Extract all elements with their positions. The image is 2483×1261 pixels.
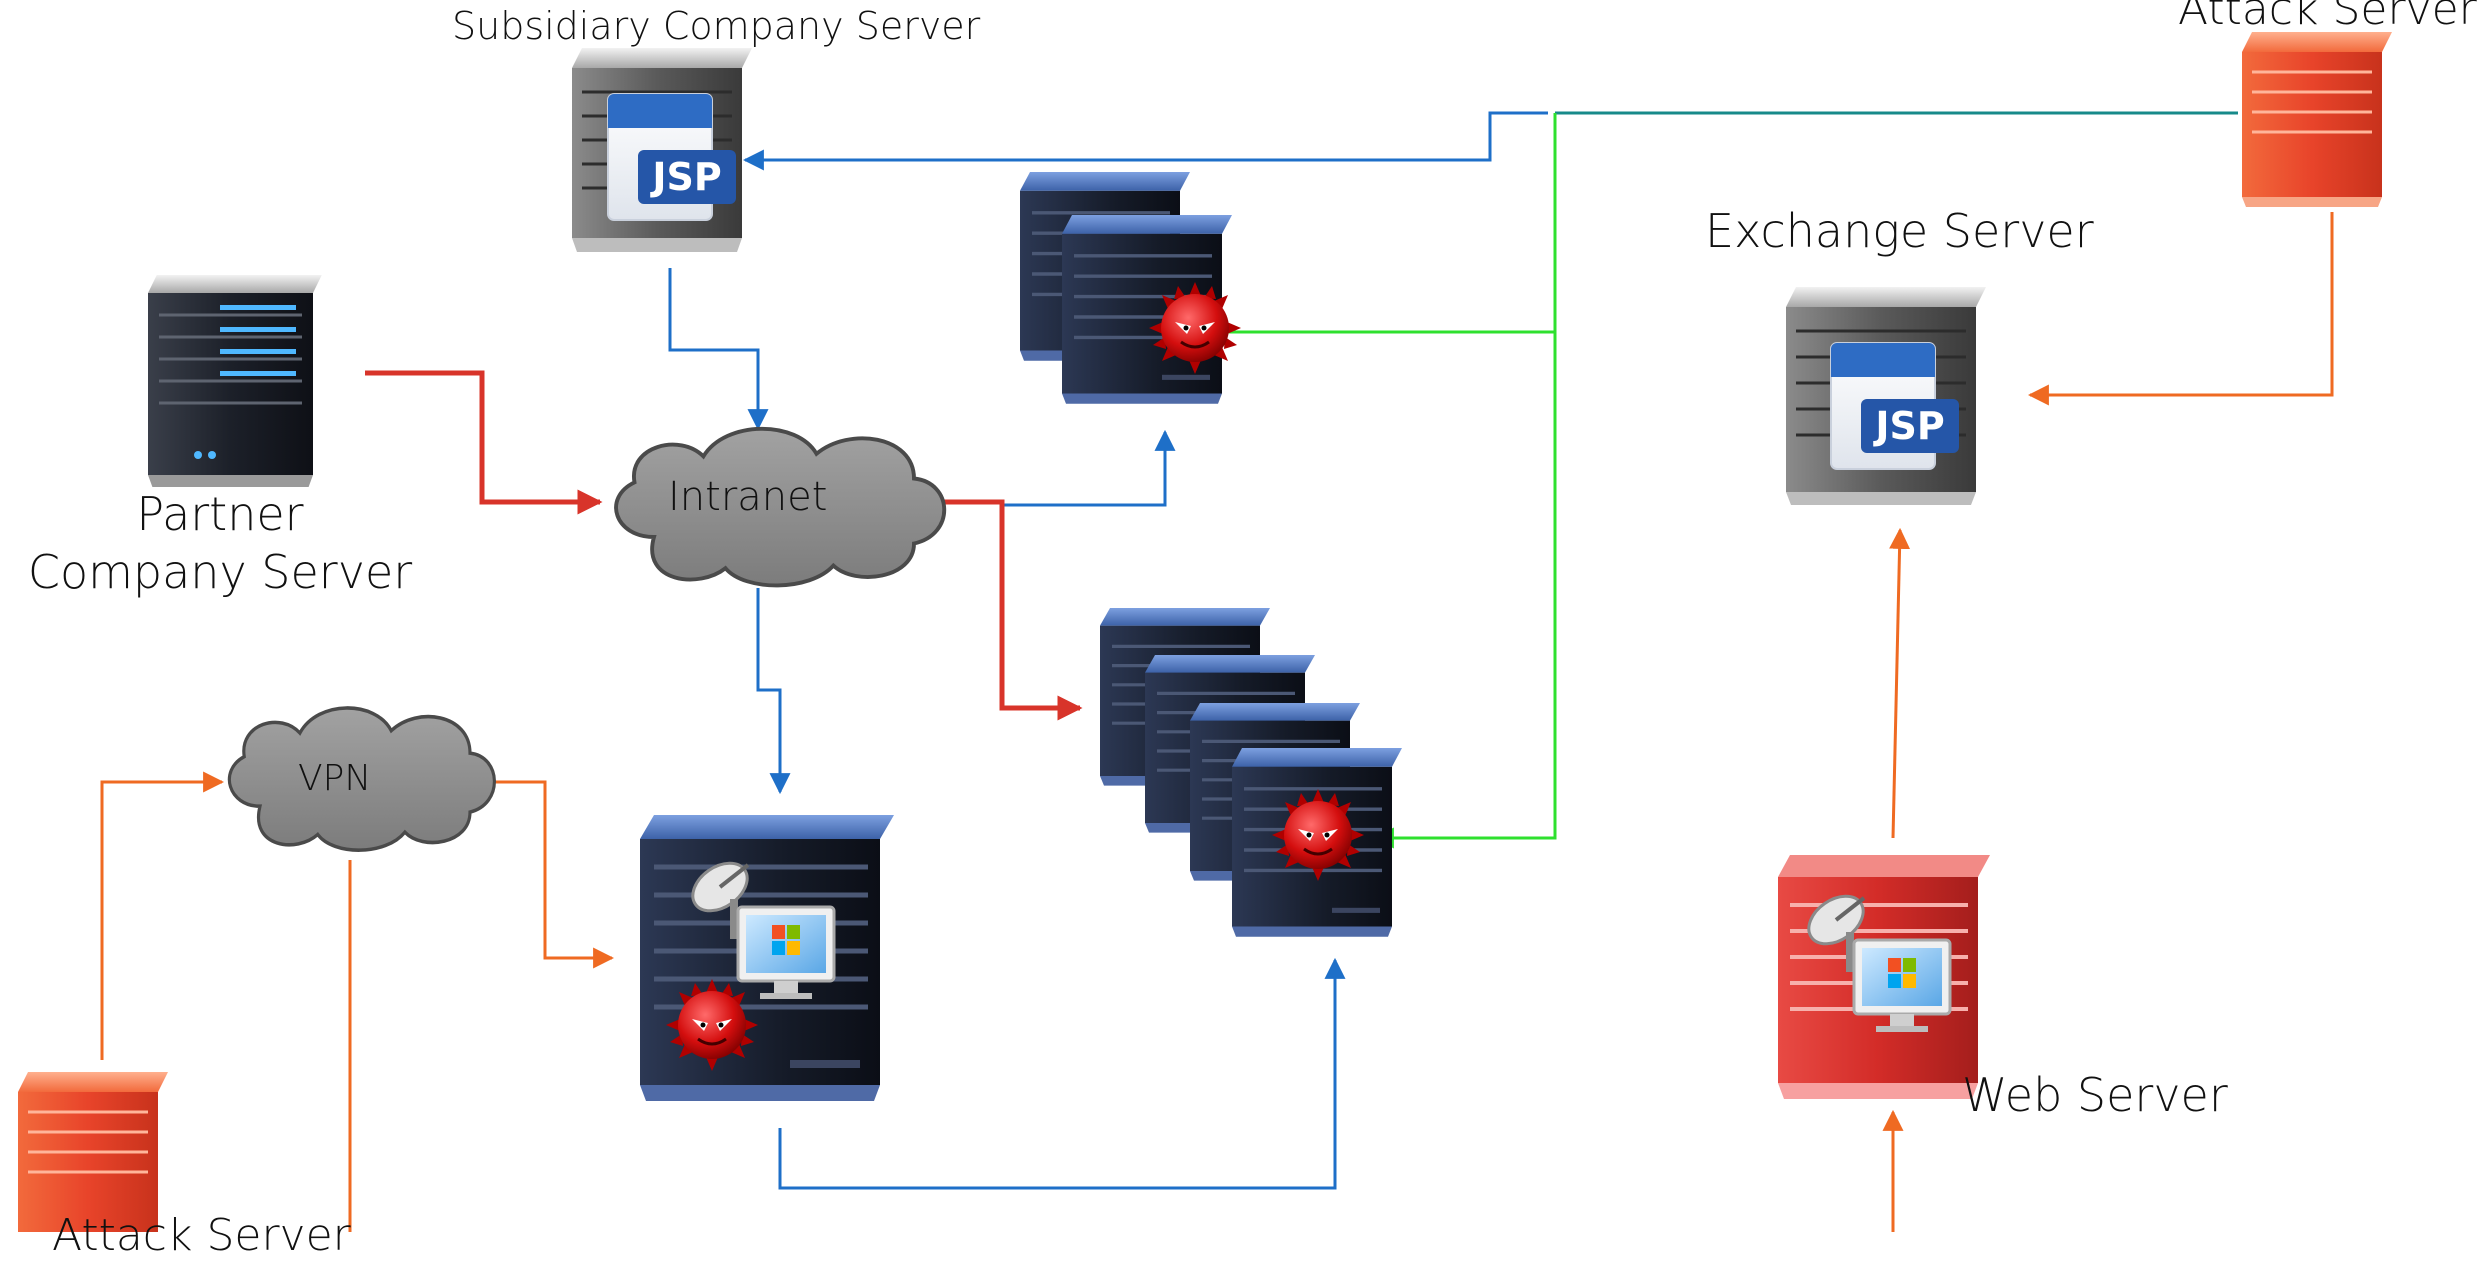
link-infected-to-cluster4 [778, 957, 1346, 1190]
link-intranet-to-cluster4 [918, 499, 1083, 721]
link-green-to-cluster2 [1202, 113, 1557, 343]
link-intranet-to-infected-server [756, 588, 791, 795]
server-cluster-4-icon [1098, 606, 1404, 939]
attack-server-bottom-icon [16, 1070, 170, 1232]
infected-server-icon [640, 815, 894, 1101]
malware-bug-icon [1270, 787, 1366, 883]
partner-server-icon [146, 273, 324, 489]
intranet-label: Intranet [668, 474, 828, 520]
malware-bug-icon [664, 977, 760, 1073]
malware-bug-icon [1147, 280, 1243, 376]
exchange-server-icon: JSP [1786, 287, 1986, 505]
subsidiary-jsp-label: JSP [649, 155, 721, 199]
link-vpn-to-webserver [348, 860, 1904, 1232]
attack-server-top-icon [2240, 30, 2394, 209]
vpn-label: VPN [298, 758, 372, 799]
subsidiary-server-label: Subsidiary Company Server [452, 4, 981, 48]
partner-server-label: Partner Company Server [27, 487, 413, 599]
attack-server-top-label: Attack Server [2178, 0, 2477, 35]
exchange-server-label: Exchange Server [1705, 204, 2094, 258]
server-cluster-2-icon [1018, 170, 1243, 406]
link-attack-to-exchange [2027, 212, 2334, 406]
web-server-icon [1778, 855, 1990, 1099]
exchange-jsp-label: JSP [1872, 404, 1944, 448]
link-green-to-cluster4 [1372, 332, 1557, 849]
link-partner-to-intranet [365, 370, 603, 515]
link-webserver-to-exchange [1889, 527, 1911, 839]
web-server-label: Web Server [1962, 1068, 2228, 1122]
link-attack-to-subsidiary [742, 111, 1548, 171]
link-attacker-to-vpn [100, 771, 225, 1060]
link-subsidiary-to-intranet [668, 268, 769, 431]
link-intranet-to-cluster2 [1000, 429, 1176, 507]
subsidiary-server-icon: JSP [572, 48, 752, 252]
network-attack-diagram: JSP [16, 30, 2394, 1232]
link-vpn-to-infected-server [476, 780, 615, 969]
attack-server-bottom-label: Attack Server [52, 1210, 351, 1261]
